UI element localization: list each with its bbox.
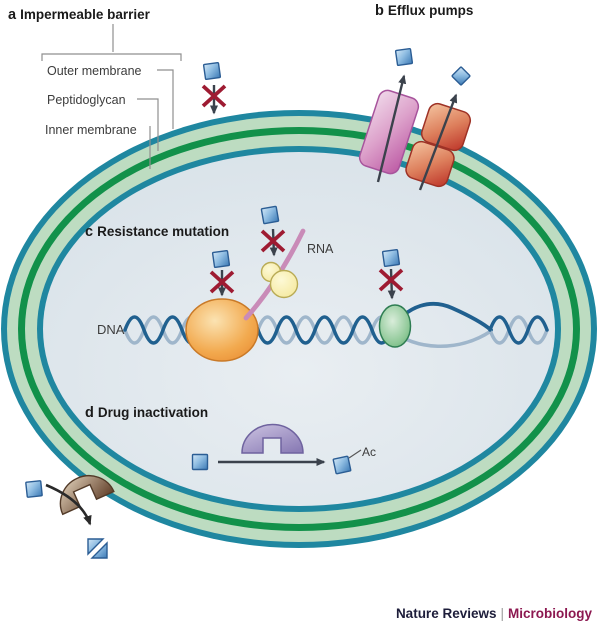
rna-label: RNA — [307, 242, 334, 256]
bracket — [41, 53, 182, 61]
ribosome — [260, 261, 299, 299]
drug-molecule — [260, 205, 280, 225]
blocked-drug-ribosome — [260, 205, 286, 257]
blocked-cross-icon — [260, 229, 286, 253]
membrane-callouts — [41, 24, 182, 169]
blocked-cross-icon — [209, 270, 235, 294]
mutated-target-protein — [378, 304, 412, 348]
cleaved-fragment-top — [87, 538, 105, 556]
dna-label: DNA — [97, 322, 125, 337]
drug-molecule-acetylated — [332, 455, 352, 475]
degradation-arrow — [45, 483, 92, 526]
outer-membrane-connector — [157, 69, 174, 129]
outer-membrane-label: Outer membrane — [47, 64, 142, 78]
drug-molecule-substrate — [191, 453, 209, 471]
blocked-drug-polymerase — [209, 249, 235, 297]
efflux-arrow-pink — [376, 74, 407, 183]
drug-molecule — [202, 61, 222, 81]
drug-molecule-intact — [25, 480, 43, 498]
blocked-cross-icon — [378, 268, 404, 292]
efflux-pump-pink — [358, 89, 420, 175]
inner-membrane-label: Inner membrane — [45, 123, 137, 137]
target-arrow — [387, 268, 396, 300]
efflux-arrow-red — [418, 93, 458, 191]
blocked-drug-mutated-target — [378, 248, 404, 300]
drug-molecule — [381, 248, 401, 268]
blocked-cross-icon — [201, 84, 227, 108]
blocked-drug-impermeable — [201, 61, 227, 115]
modifying-enzyme — [241, 423, 304, 454]
drug-molecule-effluxed-1 — [394, 47, 414, 67]
drug-molecule — [211, 249, 231, 269]
ribosome-large-subunit — [269, 269, 299, 299]
drug-molecule-effluxed-2 — [451, 66, 471, 86]
cleaved-fragment-bottom — [90, 541, 108, 559]
journal-credit: Nature Reviews|Microbiology — [396, 606, 593, 621]
rna-polymerase — [185, 298, 259, 362]
cell-envelope — [1, 110, 597, 548]
dna-strand-dark-end — [488, 315, 549, 345]
peptidoglycan-connector — [137, 98, 159, 151]
drug-molecule-cleaved — [87, 538, 108, 559]
acetyl-pointer-line — [348, 449, 362, 459]
dna-strand-light-end — [488, 315, 549, 345]
degrading-enzyme — [59, 475, 115, 516]
cytoplasm — [43, 152, 555, 506]
peptidoglycan-label: Peptidoglycan — [47, 93, 126, 107]
acetyl-label: Ac — [362, 445, 376, 459]
